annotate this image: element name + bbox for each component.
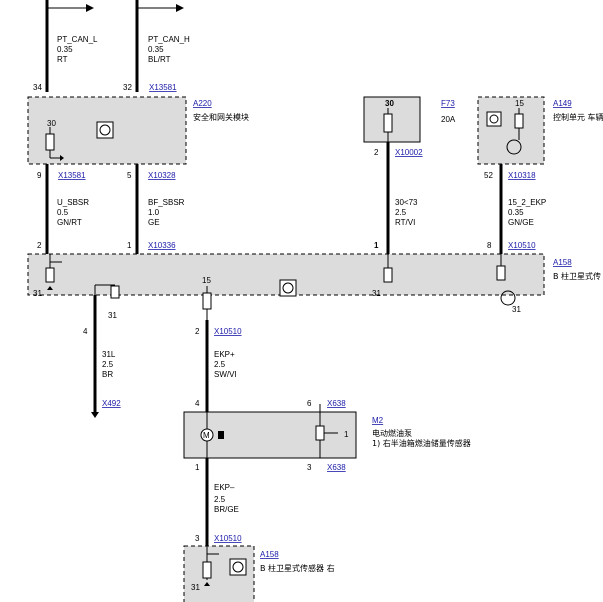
connector-link-x638[interactable]: X638	[327, 463, 346, 472]
svg-text:M: M	[203, 431, 210, 440]
arrow-head-icon	[86, 4, 94, 12]
wire-label: 30<73	[395, 198, 418, 207]
pin-number: 15	[202, 276, 211, 285]
component-desc: 20A	[441, 115, 456, 124]
wire-color: GE	[148, 218, 160, 227]
component-link-f73[interactable]: F73	[441, 99, 455, 108]
wire-size: 0.35	[508, 208, 524, 217]
pin-number: 31	[108, 311, 117, 320]
connector-link-x10318[interactable]: X10318	[508, 171, 536, 180]
component-desc: 控制单元 车辆	[553, 112, 603, 122]
pin-number: 1	[344, 430, 349, 439]
pin-number: 15	[515, 99, 524, 108]
pin-number: 4	[195, 399, 200, 408]
pin-number: 2	[195, 327, 200, 336]
connector-link-x638[interactable]: X638	[327, 399, 346, 408]
wire-size: 2.5	[214, 495, 226, 504]
pin-number: 9	[37, 171, 42, 180]
transistor-icon	[506, 139, 522, 155]
control-unit-icon	[229, 558, 247, 576]
wire-label: EKP+	[214, 350, 235, 359]
pin-number: 3	[195, 534, 200, 543]
pin-number: 34	[33, 83, 42, 92]
wire-size: 0.5	[57, 208, 69, 217]
wire-size: 2.5	[102, 360, 114, 369]
pin-number: 30	[47, 119, 56, 128]
control-unit-icon	[486, 111, 502, 127]
wire-color: BR	[102, 370, 113, 379]
transistor-icon	[500, 290, 516, 306]
wire-color: RT	[57, 55, 68, 64]
pin-number: 5	[127, 171, 132, 180]
component-desc: 电动燃油泵	[372, 428, 412, 438]
pin-number: 2	[374, 148, 379, 157]
pin-number: 30	[385, 99, 394, 108]
pin-number: 31	[372, 289, 381, 298]
wire-color: BL/RT	[148, 55, 171, 64]
pin-number: 2	[37, 241, 42, 250]
pin-number: 31	[512, 305, 521, 314]
wire-label: 31L	[102, 350, 116, 359]
pin-number: 3	[307, 463, 312, 472]
component-desc: 1) 右半油箱燃油储量传感器	[372, 438, 471, 448]
wire-label: PT_CAN_H	[148, 35, 190, 44]
wire-label: EKP–	[214, 483, 235, 492]
pin-number: 31	[191, 583, 200, 592]
pin-number: 1	[195, 463, 200, 472]
wire-color: BR/GE	[214, 505, 239, 514]
component-link-a220[interactable]: A220	[193, 99, 212, 108]
connector-link-x13581[interactable]: X13581	[149, 83, 177, 92]
pin-number: 32	[123, 83, 132, 92]
connector-link-x13581[interactable]: X13581	[58, 171, 86, 180]
pin-number: 31	[33, 289, 42, 298]
pin-number: 1	[374, 241, 379, 250]
connector-link-x10510[interactable]: X10510	[508, 241, 536, 250]
component-link-a158[interactable]: A158	[260, 550, 279, 559]
connector-link-x492[interactable]: X492	[102, 399, 121, 408]
wire-color: RT/VI	[395, 218, 415, 227]
connector-link-x10510[interactable]: X10510	[214, 327, 242, 336]
connector-link-x10002[interactable]: X10002	[395, 148, 423, 157]
component-desc: 安全和网关模块	[193, 112, 249, 122]
pin-number: 6	[307, 399, 312, 408]
component-desc: B 柱卫星式传	[553, 271, 601, 281]
component-m2	[183, 411, 357, 459]
control-unit-icon	[279, 279, 297, 297]
pin-number: 52	[484, 171, 493, 180]
control-unit-icon	[96, 121, 114, 139]
pin-number: 8	[487, 241, 492, 250]
connector-link-x10328[interactable]: X10328	[148, 171, 176, 180]
wire-label: BF_SBSR	[148, 198, 185, 207]
component-link-m2[interactable]: M2	[372, 416, 384, 425]
pin-number: 1	[127, 241, 132, 250]
wire-label: PT_CAN_L	[57, 35, 98, 44]
component-desc: B 柱卫星式传感器 右	[260, 563, 335, 573]
wire-size: 2.5	[214, 360, 226, 369]
wire-label: 15_2_EKP	[508, 198, 546, 207]
wire-color: GN/GE	[508, 218, 534, 227]
wire-size: 0.35	[57, 45, 73, 54]
wire-size: 1.0	[148, 208, 160, 217]
connector-link-x10336[interactable]: X10336	[148, 241, 176, 250]
wire-color: SW/VI	[214, 370, 237, 379]
component-link-a158[interactable]: A158	[553, 258, 572, 267]
connector-link-x10510[interactable]: X10510	[214, 534, 242, 543]
wire-color: GN/RT	[57, 218, 82, 227]
wire-label: U_SBSR	[57, 198, 89, 207]
component-link-a149[interactable]: A149	[553, 99, 572, 108]
wire-size: 2.5	[395, 208, 407, 217]
wire-size: 0.35	[148, 45, 164, 54]
pin-number: 4	[83, 327, 88, 336]
arrow-head-icon	[176, 4, 184, 12]
module-a149	[477, 96, 545, 165]
